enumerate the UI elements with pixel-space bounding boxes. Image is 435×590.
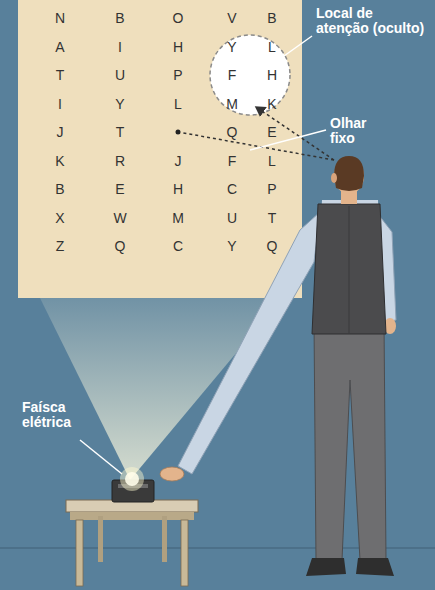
grid-letter: O xyxy=(173,11,184,25)
grid-letter: H xyxy=(267,68,277,82)
grid-letter: C xyxy=(173,239,183,253)
grid-letter: A xyxy=(55,40,64,54)
grid-letter: P xyxy=(267,182,276,196)
grid-letter: I xyxy=(58,97,62,111)
grid-letter: X xyxy=(55,211,64,225)
table xyxy=(66,500,198,586)
grid-letter: K xyxy=(267,97,276,111)
grid-letter: B xyxy=(267,11,276,25)
letter-panel xyxy=(18,0,302,298)
grid-letter: Z xyxy=(56,239,65,253)
grid-letter: U xyxy=(227,211,237,225)
spark-device xyxy=(112,467,154,502)
grid-letter: B xyxy=(115,11,124,25)
grid-letter: R xyxy=(115,154,125,168)
grid-letter: H xyxy=(173,40,183,54)
leader-line xyxy=(250,130,326,150)
grid-letter: Q xyxy=(227,125,238,139)
man-figure xyxy=(160,156,396,576)
grid-letter: U xyxy=(115,68,125,82)
attention-line xyxy=(256,107,334,160)
grid-letter: E xyxy=(267,125,276,139)
callout-label: Olhar fixo xyxy=(330,116,390,147)
grid-letter: K xyxy=(55,154,64,168)
grid-letter: L xyxy=(268,40,276,54)
grid-letter: P xyxy=(173,68,182,82)
grid-letter: T xyxy=(56,68,65,82)
grid-letter: Y xyxy=(227,239,236,253)
grid-letter: L xyxy=(174,97,182,111)
grid-letter: B xyxy=(55,182,64,196)
leader-line xyxy=(284,36,312,56)
callout-label: Faísca elétrica xyxy=(22,400,102,431)
fixation-dot xyxy=(176,130,181,135)
grid-letter: J xyxy=(175,154,182,168)
gaze-line xyxy=(182,133,334,160)
grid-letter: C xyxy=(227,182,237,196)
attention-circle xyxy=(210,35,290,115)
grid-letter: N xyxy=(55,11,65,25)
grid-letter: Q xyxy=(115,239,126,253)
grid-letter: I xyxy=(118,40,122,54)
grid-letter: E xyxy=(115,182,124,196)
grid-letter: M xyxy=(226,97,238,111)
grid-letter: L xyxy=(268,154,276,168)
grid-letter: V xyxy=(227,11,236,25)
grid-letter: F xyxy=(228,154,237,168)
grid-letter: M xyxy=(172,211,184,225)
grid-letter: W xyxy=(113,211,126,225)
callout-label: Local de atenção (oculto) xyxy=(316,6,428,37)
grid-letter: H xyxy=(173,182,183,196)
grid-letter: F xyxy=(228,68,237,82)
grid-letter: T xyxy=(268,211,277,225)
grid-letter: Y xyxy=(227,40,236,54)
grid-letter: Q xyxy=(267,239,278,253)
leader-line xyxy=(80,440,122,474)
grid-letter: J xyxy=(57,125,64,139)
grid-letter: Y xyxy=(115,97,124,111)
grid-letter: T xyxy=(116,125,125,139)
light-beam xyxy=(40,298,282,480)
